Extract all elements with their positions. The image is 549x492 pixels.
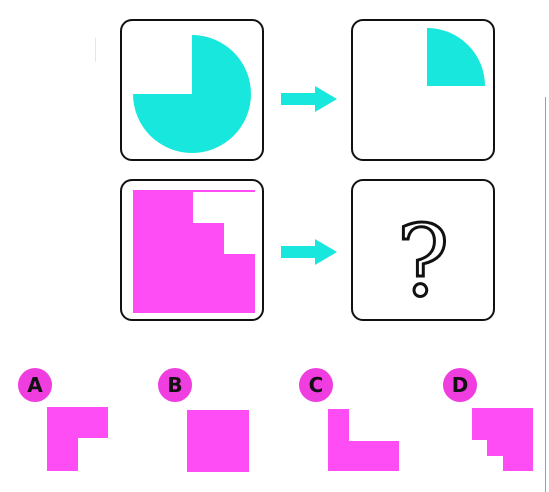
option-c[interactable]: C <box>299 368 399 478</box>
option-a-shape-icon <box>47 407 108 471</box>
option-d[interactable]: D <box>443 368 543 478</box>
card-question: ? <box>351 179 495 321</box>
option-d-shape-icon <box>472 408 533 471</box>
faint-mark <box>95 38 96 62</box>
card-bottom-left <box>120 179 264 321</box>
option-d-label: D <box>451 373 469 397</box>
option-b-shape-icon <box>187 410 249 472</box>
arrow-icon-bottom <box>281 237 339 267</box>
quarter-removed-circle-icon <box>133 35 251 153</box>
option-b-badge: B <box>158 368 192 402</box>
option-b[interactable]: B <box>158 368 258 478</box>
question-mark-icon: ? <box>395 204 451 320</box>
staircase-square-icon <box>133 190 255 313</box>
question-mark: ? <box>397 205 450 319</box>
option-c-badge: C <box>299 368 333 402</box>
arrow-icon-top <box>281 84 339 114</box>
card-top-right <box>351 19 495 161</box>
single-quarter-circle-icon <box>427 28 485 86</box>
option-a-badge: A <box>18 368 52 402</box>
option-d-badge: D <box>443 368 477 402</box>
option-c-label: C <box>308 373 324 397</box>
card-top-left <box>120 19 264 161</box>
option-b-label: B <box>167 373 183 397</box>
right-edge-rule <box>545 97 546 492</box>
option-a[interactable]: A <box>18 368 118 478</box>
option-a-label: A <box>27 373 43 397</box>
option-c-shape-icon <box>328 409 399 471</box>
